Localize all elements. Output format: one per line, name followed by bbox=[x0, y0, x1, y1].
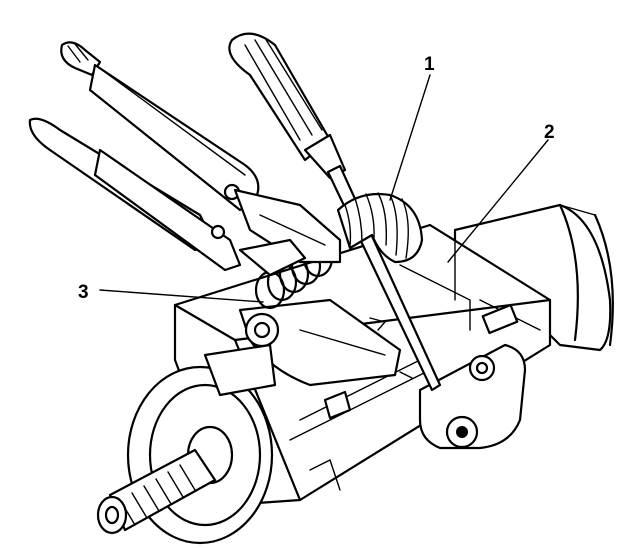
callout-1: 1 bbox=[389, 54, 435, 201]
locking-pliers bbox=[28, 41, 342, 277]
callout-label-1: 1 bbox=[424, 54, 435, 75]
callout-2: 2 bbox=[447, 122, 555, 263]
callout-label-2: 2 bbox=[544, 122, 555, 143]
flex-boot bbox=[336, 192, 424, 264]
lock-bracket bbox=[418, 343, 527, 450]
lock-sector bbox=[203, 298, 413, 420]
callout-3: 3 bbox=[78, 282, 264, 303]
callout-label-3: 3 bbox=[78, 282, 89, 303]
column-housing bbox=[453, 203, 614, 352]
steering-shaft bbox=[96, 365, 274, 545]
